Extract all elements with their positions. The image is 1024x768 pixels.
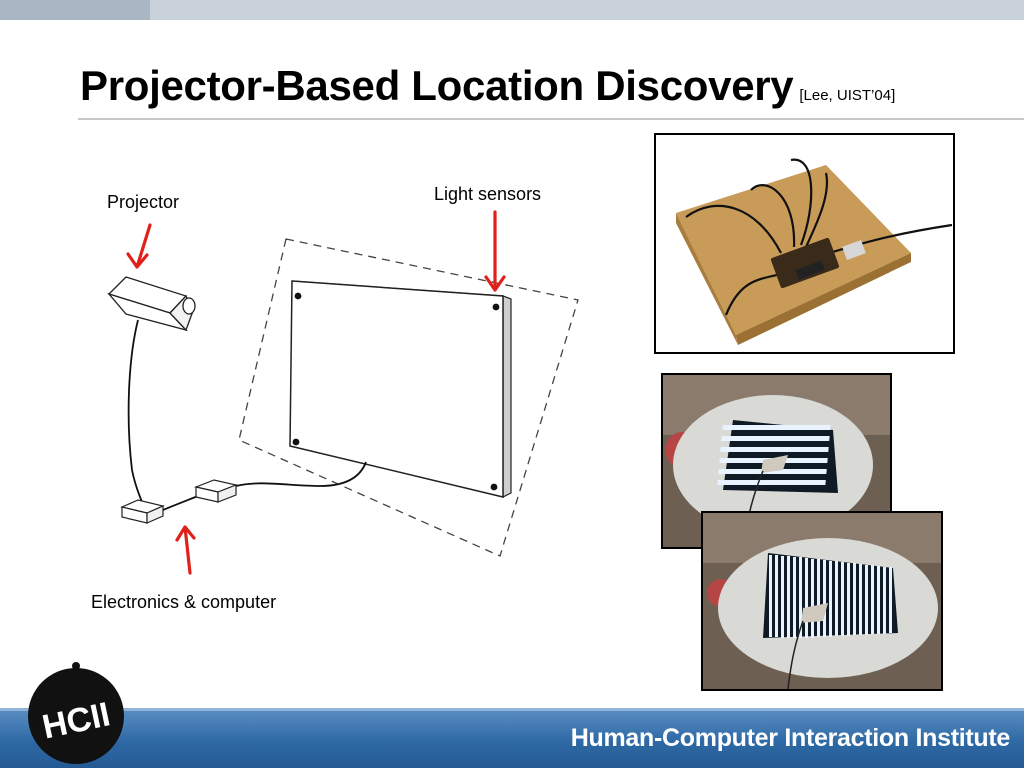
electronics-box-side <box>146 505 164 524</box>
stripes-illustration-horizontal <box>663 375 890 547</box>
sensor-board-photo <box>654 133 955 354</box>
slide-title: Projector-Based Location Discovery [Lee, … <box>80 62 895 110</box>
projector-arrow <box>126 223 152 269</box>
arrows <box>126 210 506 575</box>
connector <box>842 240 866 260</box>
board-edge-side <box>502 295 512 498</box>
light-sensors-label: Light sensors <box>434 184 542 204</box>
light-sensor <box>292 438 300 446</box>
projector-cable <box>127 319 144 506</box>
hcii-logo-icon: HCII <box>28 662 124 764</box>
stripes-illustration-vertical <box>703 513 941 689</box>
vertical-stripes-photo <box>701 511 943 691</box>
sensor-cable <box>235 461 367 487</box>
chip <box>795 260 825 280</box>
citation-text: [Lee, UIST’04] <box>799 87 896 104</box>
light-sensor <box>490 483 498 491</box>
footer-bar: Human-Computer Interaction Institute <box>0 708 1024 768</box>
projector-lens <box>182 297 196 315</box>
top-bar-accent <box>0 0 150 20</box>
institute-name: Human-Computer Interaction Institute <box>570 724 1011 752</box>
link-cable <box>162 495 199 511</box>
circuit-board <box>770 237 840 289</box>
computer-box-side <box>217 484 237 503</box>
wood-board-edge <box>736 253 911 345</box>
sensor-board-small <box>801 603 828 623</box>
electronics-label: Electronics & computer <box>91 592 277 612</box>
light-sensor <box>492 303 500 311</box>
electronics-arrow <box>175 525 196 575</box>
title-divider <box>78 118 1024 120</box>
target-surface <box>289 280 504 498</box>
light-sensor <box>294 292 302 300</box>
sensor-board-small <box>761 455 788 473</box>
top-bar <box>0 0 1024 20</box>
light-sensors-arrow <box>484 210 506 292</box>
projector-label: Projector <box>107 192 180 212</box>
footer-highlight <box>0 708 1024 711</box>
wood-board-edge-left <box>676 213 738 345</box>
sensor-board-illustration <box>656 135 953 352</box>
title-text: Projector-Based Location Discovery <box>80 62 794 109</box>
projection-area <box>238 238 579 557</box>
horizontal-stripes-photo <box>661 373 892 549</box>
